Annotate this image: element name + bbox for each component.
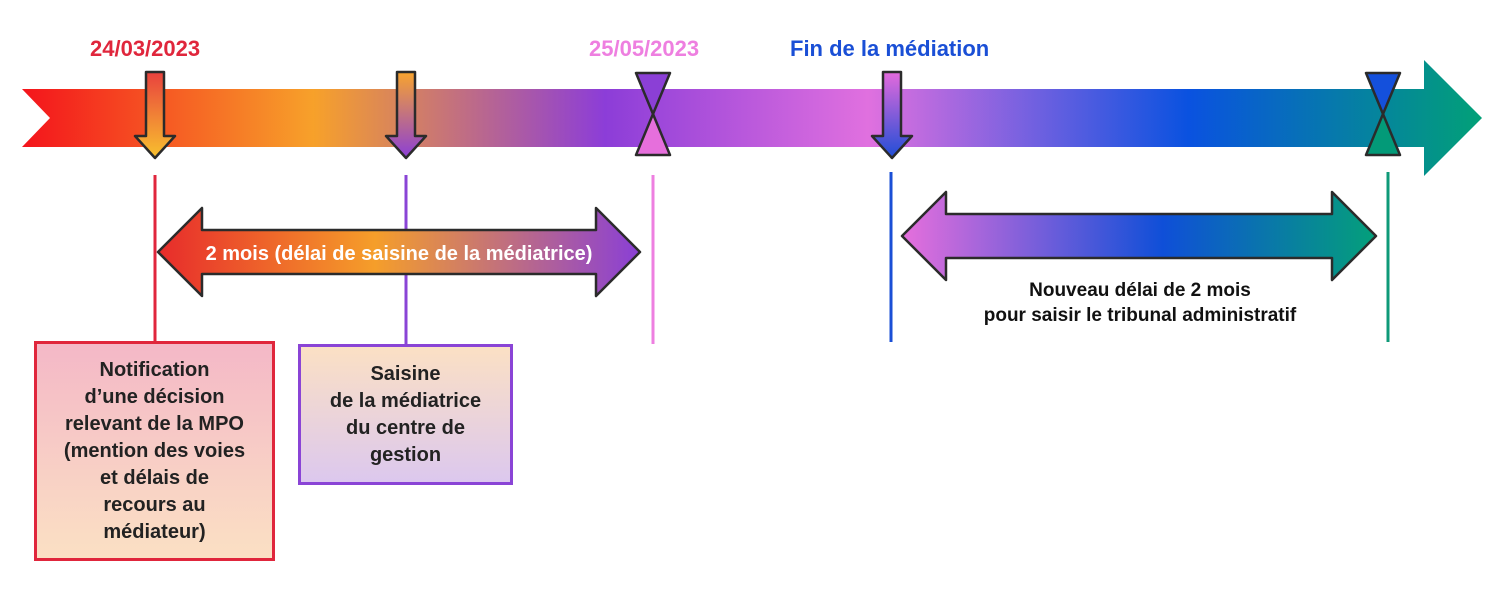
saisine-marker-icon [384, 70, 428, 160]
new-delay-line: pour saisir le tribunal administratif [983, 305, 1297, 326]
saisine-box: Saisine de la médiatrice du centre de ge… [298, 344, 513, 485]
notification-box-line: (mention des voies [63, 439, 246, 462]
timeline-arrow [22, 60, 1482, 176]
delay-arrow-label: 2 mois (délai de saisine de la médiatric… [206, 243, 593, 265]
tribunal-hourglass-icon [1364, 71, 1402, 157]
notification-box-line: relevant de la MPO [65, 412, 244, 435]
saisine-box-line: de la médiatrice [329, 389, 482, 412]
delay-double-arrow [156, 206, 642, 298]
end-mediation-label: Fin de la médiation [790, 36, 990, 61]
notification-marker-icon [133, 70, 177, 160]
saisine-box-line: du centre de [346, 416, 465, 439]
notification-box-line: et délais de [100, 466, 209, 489]
saisine-box-line: Saisine [370, 362, 441, 385]
deadline-date: 25/05/2023 [589, 36, 700, 61]
saisine-box-line: gestion [369, 443, 442, 466]
new-delay-note: Nouveau délai de 2 mois pour saisir le t… [930, 278, 1350, 328]
notification-box-line: Notification [99, 358, 210, 381]
notification-box-line: recours au [103, 493, 206, 516]
deadline-hourglass-icon [634, 71, 672, 157]
notification-date: 24/03/2023 [90, 36, 201, 61]
new-delay-double-arrow [900, 190, 1378, 282]
end-mediation-marker-icon [870, 70, 914, 160]
notification-box-line: médiateur) [103, 520, 206, 543]
new-delay-line: Nouveau délai de 2 mois [1029, 280, 1251, 301]
notification-box: Notification d’une décision relevant de … [34, 341, 275, 561]
notification-box-line: d’une décision [84, 385, 225, 408]
